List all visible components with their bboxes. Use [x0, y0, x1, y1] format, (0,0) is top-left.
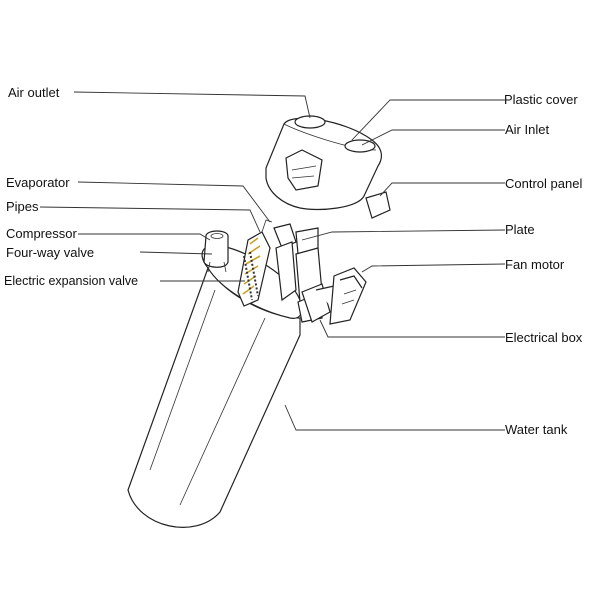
control-panel	[365, 191, 391, 219]
label-electric-expansion-valve: Electric expansion valve	[4, 274, 138, 288]
plastic-cover	[265, 115, 382, 211]
water-tank	[127, 244, 303, 528]
fan-motor	[329, 267, 367, 325]
label-air-outlet: Air outlet	[8, 85, 60, 100]
label-evaporator: Evaporator	[6, 175, 70, 190]
label-pipes: Pipes	[6, 199, 39, 214]
label-air-inlet: Air Inlet	[505, 122, 549, 137]
label-electrical-box: Electrical box	[505, 330, 583, 345]
leader-lines	[39, 91, 506, 431]
label-fan-motor: Fan motor	[505, 257, 565, 272]
electrical-box	[301, 283, 335, 323]
label-plastic-cover: Plastic cover	[504, 92, 578, 107]
label-compressor: Compressor	[6, 226, 77, 241]
label-plate: Plate	[505, 222, 535, 237]
label-control-panel: Control panel	[505, 176, 582, 191]
label-water-tank: Water tank	[505, 422, 568, 437]
label-four-way-valve: Four-way valve	[6, 245, 94, 260]
compressor	[203, 230, 229, 273]
pipes	[273, 223, 297, 302]
